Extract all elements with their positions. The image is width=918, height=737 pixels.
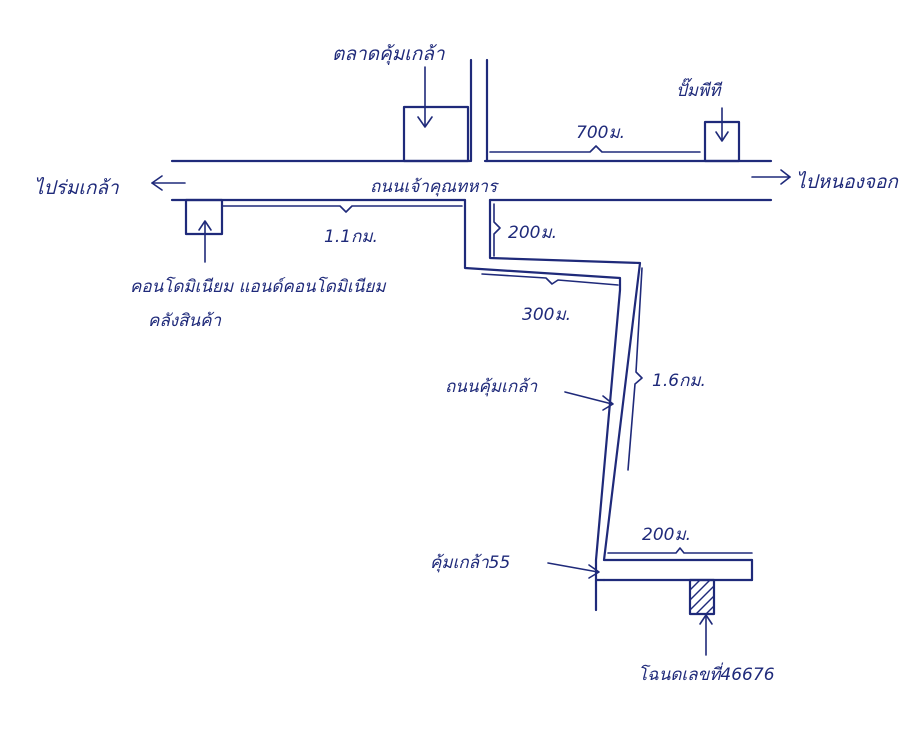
dist-1-6-label: 1.6กม.	[652, 371, 706, 391]
dist-200b-label: 200ม.	[642, 525, 691, 545]
dist-300-label: 300ม.	[522, 305, 571, 325]
north-road	[469, 58, 489, 163]
gas-station-box	[703, 107, 741, 163]
to-left-label: ไปร่มเกล้า	[34, 176, 120, 199]
to-right-label: ไปหนองจอก	[796, 170, 899, 193]
right-arrow-icon	[751, 169, 791, 185]
main-road-label: ถนนเจ้าคุณทหาร	[370, 177, 499, 197]
market-label: ตลาดคุ้มเกล้า	[332, 43, 446, 65]
side-road-pointer	[564, 391, 614, 411]
market-box	[402, 66, 470, 163]
left-arrow-icon	[151, 175, 186, 191]
gas-station-label: ปั๊มพีที	[676, 78, 723, 101]
land-plot-label: โฉนดเลขที่46676	[638, 662, 775, 685]
soi-pointer	[547, 562, 600, 579]
warehouse-label-line2: คลังสินค้า	[148, 311, 221, 331]
side-road-label: ถนนคุ้มเกล้า	[445, 377, 538, 397]
dist-1-1-label: 1.1กม.	[324, 227, 378, 247]
dist-200a-label: 200ม.	[508, 223, 557, 243]
soi-label: คุ้มเกล้า55	[430, 553, 510, 573]
distance-marks	[221, 145, 753, 554]
warehouse-label-line1: คอนโดมิเนียม แอนด์คอนโดมิเนียม	[130, 276, 386, 297]
side-road	[463, 198, 754, 612]
warehouse-box	[184, 198, 224, 263]
land-plot-box	[688, 578, 716, 656]
dist-700-label: 700ม.	[576, 123, 625, 143]
